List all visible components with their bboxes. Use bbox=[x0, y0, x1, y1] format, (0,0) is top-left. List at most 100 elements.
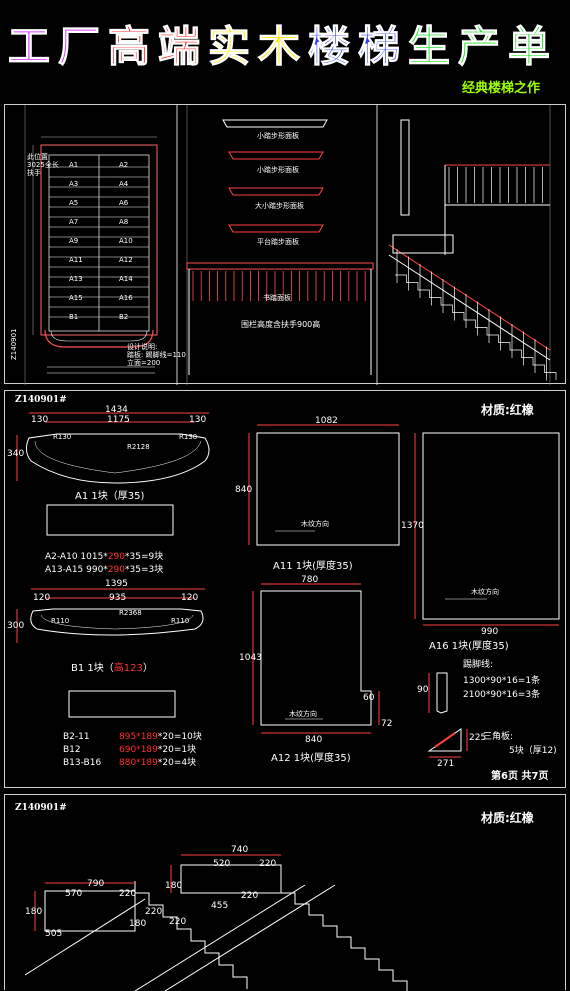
a1-right: 130 bbox=[189, 415, 207, 425]
rail-height-note: 围栏高度含扶手900高 bbox=[241, 320, 321, 329]
a16-caption: A16 1块(厚度35) bbox=[429, 641, 509, 652]
plan-label: A15 bbox=[69, 294, 83, 302]
b1-caption: B1 1块（高123） bbox=[71, 663, 153, 674]
plan-label: A16 bbox=[119, 294, 133, 302]
a1-height: 340 bbox=[7, 449, 25, 459]
kick-line-1: 1300*90*16=1条 bbox=[463, 676, 541, 686]
elevation-step-profile bbox=[395, 274, 557, 380]
plan-label: A12 bbox=[119, 256, 133, 264]
banner-title: 工厂高端实木楼梯生产单 bbox=[0, 18, 570, 78]
profile-label-2: 小踏步形面板 bbox=[257, 166, 299, 174]
rail-profiles bbox=[186, 119, 374, 375]
sheet3-material: 材质:红橡 bbox=[481, 811, 534, 825]
banner-subtitle: 经典楼梯之作 bbox=[462, 81, 541, 96]
a11-width: 1082 bbox=[315, 416, 338, 426]
plan-label: A8 bbox=[119, 218, 129, 226]
overview-drawing bbox=[24, 105, 557, 385]
dim-740: 740 bbox=[231, 845, 249, 855]
b1-radius-left: R110 bbox=[51, 617, 70, 625]
stringer-step-profile bbox=[281, 892, 408, 991]
triangle-count: 5块（厚12) bbox=[509, 746, 557, 756]
drawing-sheet-parts: Z140901# 材质:红橡 1434 1175 130 130 340 R13… bbox=[4, 390, 566, 788]
kick-height: 90 bbox=[417, 685, 429, 695]
dim-220-e: 220 bbox=[169, 917, 187, 927]
b1-width-inner: 935 bbox=[109, 593, 127, 603]
a12-notch-72: 72 bbox=[381, 719, 393, 729]
a1-left: 130 bbox=[31, 415, 49, 425]
plan-label: A6 bbox=[119, 199, 129, 207]
dim-455: 455 bbox=[211, 901, 229, 911]
plan-label: A7 bbox=[69, 218, 79, 226]
profile-label-1: 小踏步形面板 bbox=[257, 132, 299, 140]
a12-height: 1043 bbox=[239, 653, 262, 663]
b1-radius-right: R110 bbox=[171, 617, 190, 625]
title-char: 厂 bbox=[57, 22, 101, 72]
a16-grain: 木纹方向 bbox=[471, 588, 499, 596]
stair-plan bbox=[40, 144, 158, 336]
a12-grain: 木纹方向 bbox=[289, 710, 317, 718]
title-char: 工 bbox=[7, 22, 51, 72]
dim-790: 790 bbox=[87, 879, 105, 889]
kick-line-2: 2100*90*16=3条 bbox=[463, 690, 541, 700]
kick-title: 踢脚线: bbox=[463, 660, 494, 670]
plan-label: A9 bbox=[69, 237, 79, 245]
a1-width-inner: 1175 bbox=[107, 415, 130, 425]
a1-width-total: 1434 bbox=[105, 405, 128, 415]
plan-label: A13 bbox=[69, 275, 83, 283]
b1-left: 120 bbox=[33, 593, 51, 603]
rail-caption: 书踏面板 bbox=[263, 294, 291, 302]
stringer-step-profile bbox=[135, 892, 248, 989]
plan-label: A4 bbox=[119, 180, 129, 188]
dim-220-a: 220 bbox=[259, 859, 277, 869]
profile-label-3: 大小踏步形面板 bbox=[255, 202, 304, 210]
title-char: 单 bbox=[507, 22, 551, 72]
b1-radius-mid: R2368 bbox=[119, 609, 142, 617]
plan-label: A1 bbox=[69, 161, 79, 169]
plan-label: A5 bbox=[69, 199, 79, 207]
title-char: 生 bbox=[407, 22, 451, 72]
a12-caption: A12 1块(厚度35) bbox=[271, 753, 351, 764]
dim-570: 570 bbox=[65, 889, 83, 899]
plan-label: A10 bbox=[119, 237, 133, 245]
plan-label: A11 bbox=[69, 256, 83, 264]
a12-width-top: 780 bbox=[301, 575, 319, 585]
title-char: 产 bbox=[457, 22, 501, 72]
a11-grain: 木纹方向 bbox=[301, 520, 329, 528]
dim-180-c: 180 bbox=[165, 881, 183, 891]
title-char: 木 bbox=[257, 22, 301, 72]
title-char: 梯 bbox=[357, 22, 401, 72]
a11-height: 840 bbox=[235, 485, 253, 495]
a1-radius-mid: R2128 bbox=[127, 443, 150, 451]
a1-radius-left: R130 bbox=[53, 433, 72, 441]
a16-height: 1370 bbox=[401, 521, 424, 531]
sheet2-material: 材质:红橡 bbox=[481, 403, 534, 417]
dim-520: 520 bbox=[213, 859, 231, 869]
a1-caption: A1 1块（厚35) bbox=[75, 491, 145, 502]
sheet2-code: Z140901# bbox=[15, 395, 67, 405]
stair-elevation bbox=[388, 119, 551, 361]
a-list: A2-A10 1015*290*35=9块 A13-A15 990*290*35… bbox=[45, 552, 164, 575]
title-char: 楼 bbox=[307, 22, 351, 72]
b1-width-total: 1395 bbox=[105, 579, 128, 589]
page-number: 第6页 共7页 bbox=[491, 771, 549, 782]
sheet-side-code: Z140901 bbox=[10, 328, 18, 360]
dim-180-a: 180 bbox=[25, 907, 43, 917]
plan-label: A14 bbox=[119, 275, 133, 283]
plan-label: A2 bbox=[119, 161, 129, 169]
dim-220-c: 220 bbox=[145, 907, 163, 917]
dim-180-b: 180 bbox=[129, 919, 147, 929]
triangle-width: 271 bbox=[437, 759, 455, 769]
sheet3-code: Z140901# bbox=[15, 803, 67, 813]
triangle-title: 三角板: bbox=[483, 732, 514, 742]
dim-220-b: 220 bbox=[119, 889, 137, 899]
a12-notch-60: 60 bbox=[363, 693, 375, 703]
title-char: 高 bbox=[107, 22, 151, 72]
plan-label: B1 bbox=[69, 313, 79, 321]
a1-radius-right: R130 bbox=[179, 433, 198, 441]
